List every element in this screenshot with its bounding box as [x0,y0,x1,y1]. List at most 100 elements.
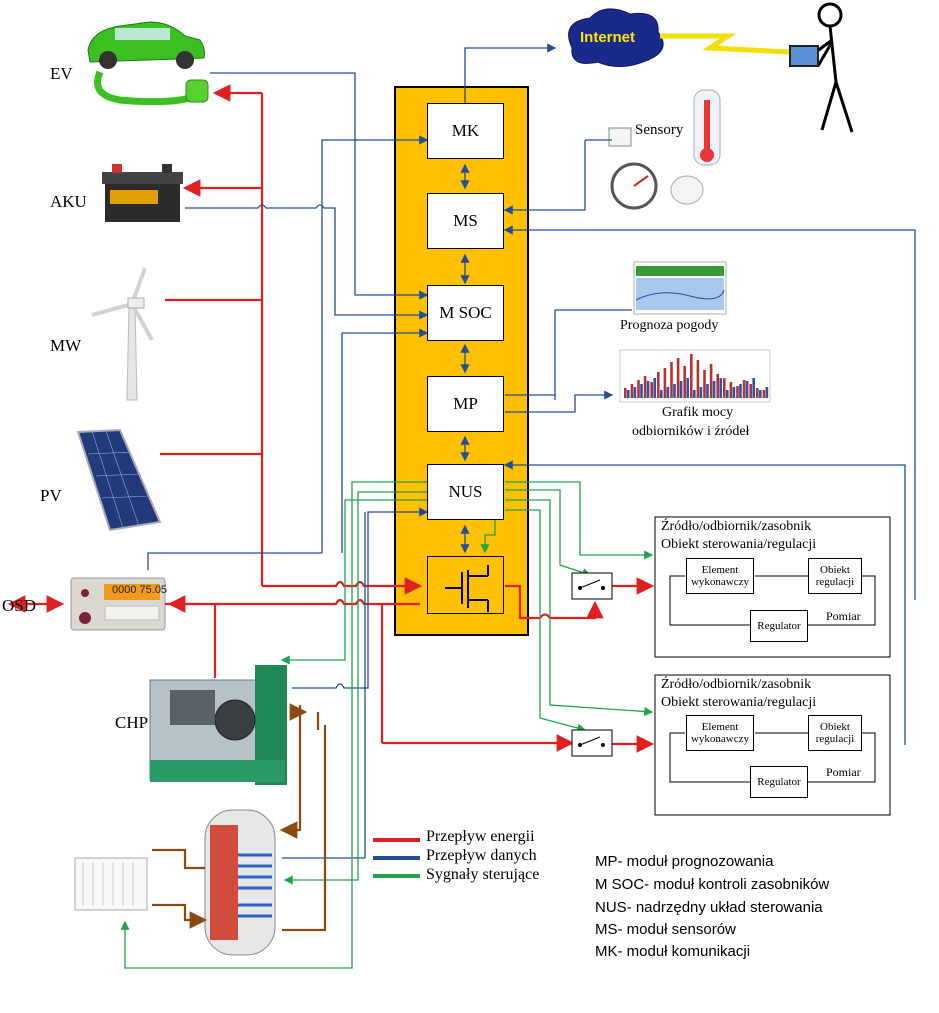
data-flow-lines [147,43,916,859]
label-aku: AKU [50,192,87,211]
object-2-measurement: Pomiar [826,765,861,779]
mini-bar-red [657,372,660,398]
boiler-tank-icon [204,809,276,956]
label-osd: OSD [2,596,37,615]
mini-bar-blue [739,384,742,398]
power-chart-label-1: Grafik mocy [662,405,734,420]
module-mk: MK [427,103,504,159]
object-2-title-1: Źródło/odbiornik/zasobnik [661,677,812,692]
mini-bar-blue [640,384,643,398]
radiator-icon [74,857,148,911]
mini-bar-blue [693,390,696,398]
motion-sensor-icon [670,175,704,205]
mini-bar-blue [732,387,736,398]
object-1-controlled-object: Obiekt regulacji [808,558,862,594]
osd-meter-icon [70,577,166,631]
abbr-msoc: M SOC- moduł kontroli zasobników [595,876,830,893]
mini-bar-red [690,354,693,398]
mini-bar-blue [653,378,656,398]
mini-bar-blue [633,387,637,398]
mini-bar-red [630,384,634,398]
mini-bar-blue [679,381,683,398]
label-chp: CHP [115,713,149,732]
legend-control: Sygnały sterujące [426,866,540,883]
mini-bar-red [683,366,686,398]
module-power-switch [427,556,504,614]
mini-bar-blue [712,381,716,398]
chp-unit-icon [149,665,287,785]
switch-2-icon [571,729,613,757]
mini-bar-blue [673,384,676,398]
mini-bar-blue [660,390,663,398]
mini-bar-blue [752,378,755,398]
mini-bar-blue [627,390,630,398]
internet-label: Internet [580,29,636,46]
mini-bar-blue [686,378,689,398]
sensor-switch-icon [608,127,632,147]
mini-bar-red [703,370,706,398]
power-chart-label-2: odbiorników i źródeł [632,424,750,439]
mini-bar-blue [706,384,709,398]
object-2-regulator: Regulator [750,766,808,798]
mini-bar-red [676,358,680,398]
mini-bar-red [742,380,746,398]
control-signal-lines [120,481,654,969]
module-mp: MP [427,376,504,432]
mini-bar-red [723,378,726,398]
module-ms: MS [427,193,504,249]
mini-bar-red [650,382,653,398]
label-ev: EV [50,64,73,83]
mini-bar-blue [719,378,722,398]
energy-flow-lines [7,84,655,753]
mini-bar-red [643,376,647,398]
object-1-title-1: Źródło/odbiornik/zasobnik [661,519,812,534]
mini-bar-blue [726,390,729,398]
label-mw: MW [50,336,82,355]
mini-bar-red [663,368,667,398]
abbr-mp: MP- moduł prognozowania [595,853,774,870]
sensors-label: Sensory [635,122,684,138]
mini-bar-red [756,388,759,398]
power-schedule-chart [619,349,771,403]
object-2-actuator: Element wykonawczy [686,715,754,751]
object-1-title-2: Obiekt sterowania/regulacji [661,537,817,552]
weather-forecast-chart [633,261,727,315]
object-2-controlled-object: Obiekt regulacji [808,715,862,751]
mini-bar-red [637,380,640,398]
mini-bar-blue [666,387,670,398]
weather-label: Prognoza pogody [620,318,719,333]
mini-bar-blue [759,390,762,398]
mini-bar-red [762,390,766,398]
mini-bar-blue [699,387,703,398]
user-with-tablet-icon [789,2,854,133]
mini-bar-red [696,360,700,398]
mini-bar-red [749,384,752,398]
wind-turbine-icon [91,267,154,401]
thermometer-icon [693,89,721,166]
pv-panel-icon [76,428,162,532]
module-msoc: M SOC [427,285,504,341]
mini-bar-red [624,388,627,398]
module-nus: NUS [427,464,504,520]
object-1-actuator: Element wykonawczy [686,558,754,594]
pressure-gauge-icon [610,162,658,210]
object-2-title-2: Obiekt sterowania/regulacji [661,695,817,710]
mini-bar-blue [765,387,769,398]
legend-energy: Przepływ energii [426,828,535,845]
power-switch-symbol [445,565,489,612]
mini-bar-red [709,364,713,398]
mini-bar-red [716,374,719,398]
mini-bar-red [729,382,733,398]
abbr-nus: NUS- nadrzędny układ sterowania [595,899,823,916]
mini-bar-blue [745,381,749,398]
label-pv: PV [40,486,62,505]
meter-display: 0000 75.05 [112,584,168,596]
object-1-regulator: Regulator [750,610,808,642]
ev-car-icon [87,21,209,106]
object-1-measurement: Pomiar [826,609,861,623]
heat-flow-lines [152,703,327,932]
switch-1-icon [571,572,613,600]
legend-data: Przepływ danych [426,847,537,864]
